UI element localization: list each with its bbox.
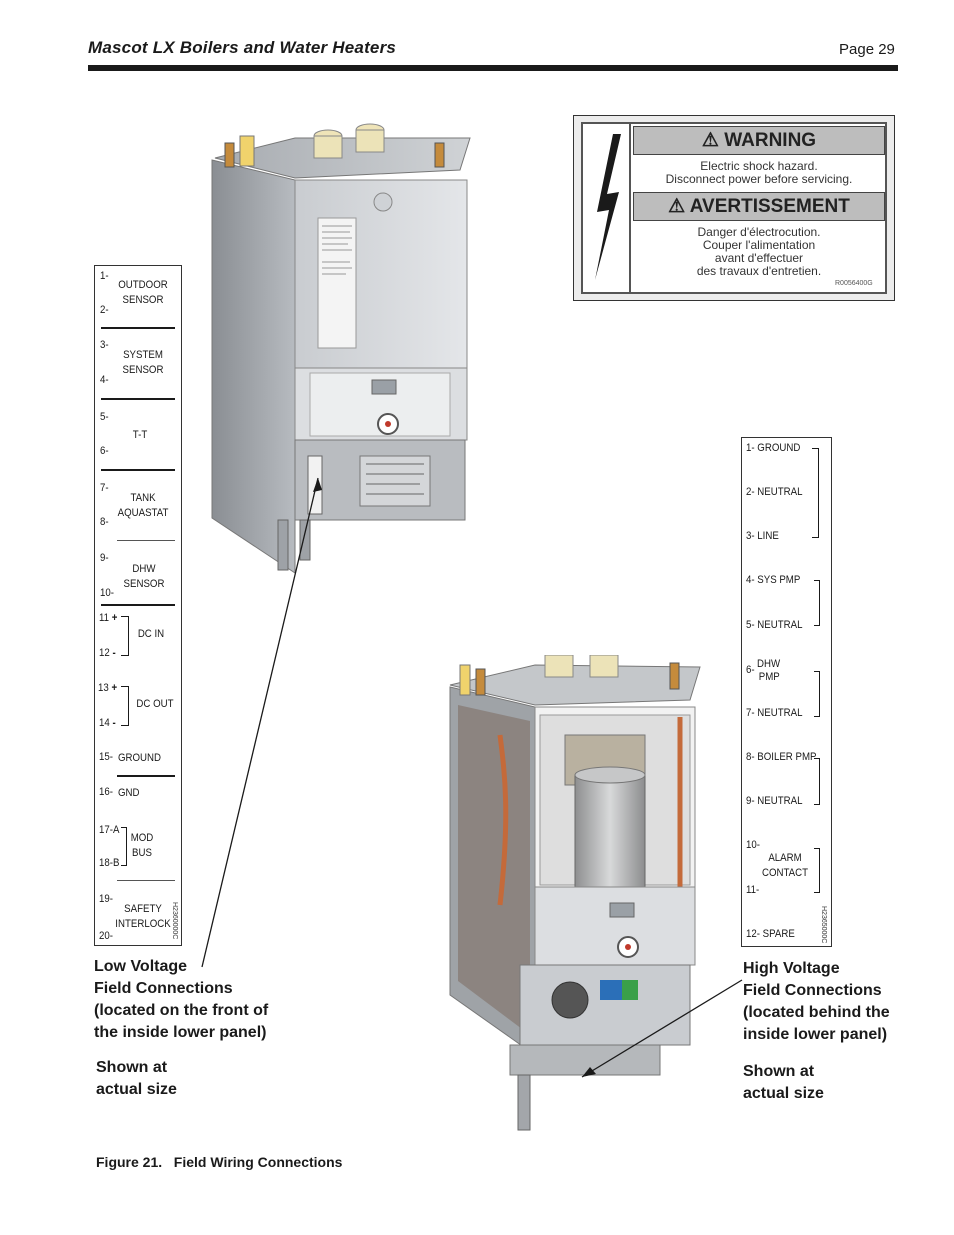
divider [101, 398, 175, 400]
avertissement-heading: ⚠ AVERTISSEMENT [633, 192, 885, 221]
terminal-label-system-sensor: SYSTEM SENSOR [122, 349, 164, 376]
terminal-label-dc-in: DC IN [137, 628, 165, 640]
terminal-number: 15- [99, 751, 113, 763]
terminal-number: 17-A [99, 824, 120, 836]
terminal-number: 4- [100, 374, 109, 386]
hv-terminal-9: 9- NEUTRAL [746, 795, 803, 807]
high-voltage-caption: High Voltage Field Connections (located … [743, 960, 890, 1043]
low-voltage-caption: Low Voltage Field Connections (located o… [94, 958, 269, 1041]
terminal-label-safety-interlock: SAFETY INTERLOCK [115, 903, 171, 930]
bracket [121, 827, 127, 866]
divider [117, 540, 175, 541]
header-rule [88, 65, 898, 71]
terminal-number: 12 - [99, 647, 116, 659]
low-voltage-terminal-strip: 1- 2- OUTDOOR SENSOR 3- 4- SYSTEM SENSOR… [94, 265, 182, 946]
warning-triangle-icon: ⚠ [668, 196, 686, 217]
boiler-closed-image [211, 123, 471, 574]
warning-heading: ⚠ WARNING [633, 126, 885, 155]
terminal-number: 14 - [99, 717, 116, 729]
terminal-label-dc-out: DC OUT [136, 698, 174, 710]
terminal-label-outdoor-sensor: OUTDOOR SENSOR [118, 279, 168, 306]
figure-caption: Figure 21. Field Wiring Connections [96, 1154, 343, 1170]
hv-terminal-12: 12- SPARE [746, 928, 795, 940]
terminal-number: 11 + [99, 612, 118, 624]
bracket [121, 686, 129, 726]
terminal-label-gnd: GND [118, 787, 140, 799]
hv-terminal-8: 8- BOILER PMP [746, 751, 817, 763]
hv-terminal-6-number: 6- [746, 664, 755, 676]
divider [117, 775, 175, 777]
hv-terminal-10: 10- [746, 839, 760, 851]
terminal-label-dhw-sensor: DHW SENSOR [123, 563, 165, 590]
high-voltage-size-note: Shown at actual size [743, 1063, 824, 1102]
terminal-number: 5- [100, 411, 109, 423]
lightning-bolt-icon [595, 134, 621, 280]
hv-terminal-5: 5- NEUTRAL [746, 619, 803, 631]
divider [101, 604, 175, 606]
hv-terminal-label-alarm-contact: ALARM CONTACT [761, 852, 809, 879]
terminal-number: 1- [100, 270, 109, 282]
terminal-label-ground: GROUND [118, 752, 162, 764]
terminal-number: 8- [100, 516, 109, 528]
terminal-number: 18-B [99, 857, 120, 869]
hv-terminal-11: 11- [746, 884, 760, 896]
high-voltage-terminal-strip: 1- GROUND 2- NEUTRAL 3- LINE 4- SYS PMP … [741, 437, 832, 947]
low-voltage-pointer [201, 477, 319, 968]
strip-code: H2360000C [171, 902, 178, 940]
bracket [812, 448, 819, 538]
terminal-number: 9- [100, 552, 109, 564]
warning-label-inner: ⚠ WARNING Electric shock hazard. Disconn… [581, 122, 887, 294]
hv-terminal-3: 3- LINE [746, 530, 779, 542]
terminal-number: 16- [99, 786, 113, 798]
terminal-number: 10- [100, 587, 114, 599]
hv-terminal-1: 1- GROUND [746, 442, 801, 454]
strip-code: H2365000C [820, 906, 827, 944]
terminal-number: 13 + [98, 682, 118, 694]
warning-label-code: R0056400G [835, 280, 873, 287]
terminal-number: 3- [100, 339, 109, 351]
hv-terminal-2: 2- NEUTRAL [746, 486, 803, 498]
hv-terminal-7: 7- NEUTRAL [746, 707, 803, 719]
terminal-label-mod-bus: MOD BUS [130, 832, 154, 859]
divider [101, 469, 175, 471]
terminal-number: 2- [100, 304, 109, 316]
terminal-number: 20- [99, 930, 113, 942]
header-title: Mascot LX Boilers and Water Heaters [88, 38, 397, 57]
terminal-number: 7- [100, 482, 109, 494]
boiler-open-image [449, 655, 701, 1131]
terminal-number: 19- [99, 893, 113, 905]
warning-text-fr: Danger d'électrocution. Couper l'aliment… [696, 225, 822, 278]
high-voltage-pointer [581, 979, 743, 1078]
terminal-number: 6- [100, 445, 109, 457]
low-voltage-size-note: Shown at actual size [96, 1059, 177, 1098]
terminal-label-t-t: T-T [132, 429, 148, 441]
hv-terminal-4: 4- SYS PMP [746, 574, 801, 586]
bracket [814, 671, 820, 717]
terminal-label-tank-aquastat: TANK AQUASTAT [117, 492, 169, 519]
divider [101, 327, 175, 329]
bracket [121, 616, 129, 656]
bracket [814, 848, 820, 893]
page-number: Page 29 [839, 41, 895, 58]
hv-terminal-6-label: DHW PMP [757, 658, 781, 683]
bracket [814, 580, 820, 626]
bracket [814, 758, 820, 805]
divider [117, 880, 175, 881]
warning-text-en: Electric shock hazard. Disconnect power … [665, 159, 853, 186]
warning-triangle-icon: ⚠ [701, 130, 719, 151]
